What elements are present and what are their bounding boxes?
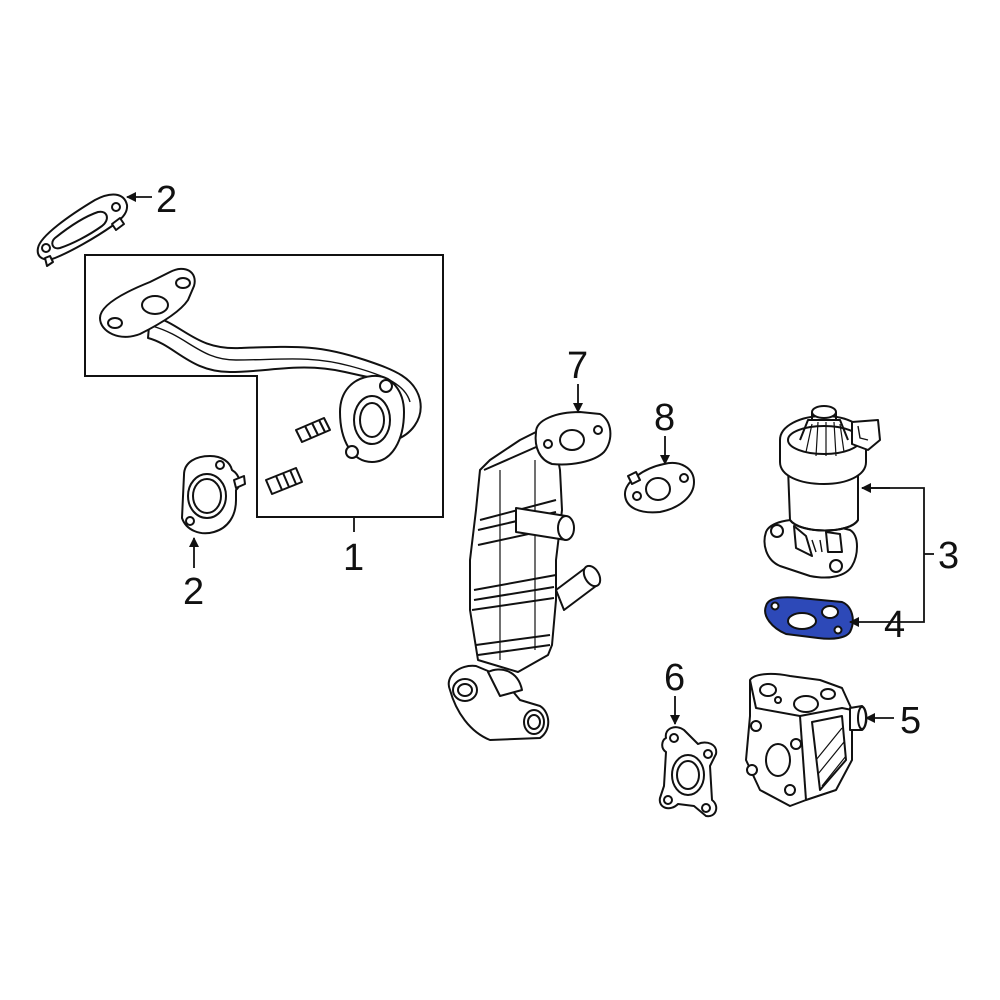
callout-3: 3 bbox=[938, 535, 959, 577]
gasket-6[interactable] bbox=[660, 727, 716, 816]
part-1-group-box bbox=[84, 254, 444, 518]
callout-numbers: 1 2 2 3 4 5 6 7 8 bbox=[156, 179, 959, 742]
callout-1: 1 bbox=[343, 537, 364, 579]
callout-7: 7 bbox=[567, 345, 588, 387]
gasket-8[interactable] bbox=[625, 463, 694, 512]
egr-adapter-housing[interactable] bbox=[746, 674, 867, 806]
egr-pipe[interactable] bbox=[100, 269, 421, 494]
callout-4: 4 bbox=[884, 604, 905, 646]
callout-2-top: 2 bbox=[156, 179, 177, 221]
callout-2-bottom: 2 bbox=[183, 571, 204, 613]
egr-cooler[interactable] bbox=[449, 412, 611, 740]
gasket-2-top[interactable] bbox=[38, 195, 127, 266]
leader-lines bbox=[126, 192, 934, 725]
egr-valve[interactable] bbox=[765, 406, 880, 578]
callout-6: 6 bbox=[664, 657, 685, 699]
stud-upper bbox=[296, 418, 330, 442]
stud-lower bbox=[266, 468, 302, 494]
callout-8: 8 bbox=[654, 397, 675, 439]
gasket-2-bottom[interactable] bbox=[182, 456, 245, 533]
leader-3-bracket bbox=[862, 487, 925, 623]
gasket-4-highlighted[interactable] bbox=[765, 597, 853, 638]
callout-5: 5 bbox=[900, 700, 921, 742]
